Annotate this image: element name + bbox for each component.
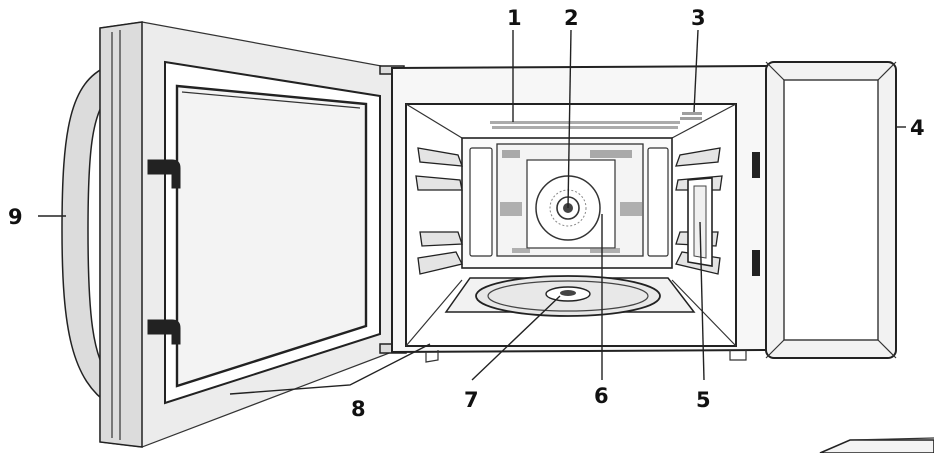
callout-8: 8 — [351, 397, 366, 421]
interlock-slot-lower — [752, 250, 760, 276]
door-latch-upper — [147, 159, 181, 189]
callout-1: 1 — [507, 6, 522, 30]
left-shelf-supports — [415, 147, 463, 275]
foot-left — [425, 350, 439, 363]
callout-7: 7 — [464, 388, 479, 412]
door-window — [175, 84, 368, 388]
callout-6: 6 — [594, 384, 609, 408]
callout-labels: 1 2 3 4 5 6 7 8 9 — [8, 6, 925, 421]
door-latch-lower — [147, 319, 181, 345]
oven-cavity — [405, 103, 760, 347]
callout-4: 4 — [910, 116, 925, 140]
foot-right — [729, 350, 747, 361]
callout-2: 2 — [564, 6, 579, 30]
door — [61, 21, 407, 448]
callout-9: 9 — [8, 205, 23, 229]
top-vent — [490, 121, 680, 129]
waveguide-cover — [680, 112, 702, 120]
callout-5: 5 — [696, 388, 711, 412]
leader-lines — [38, 29, 906, 395]
control-panel — [765, 61, 897, 359]
interlock-slot-upper — [752, 152, 760, 178]
door-edge — [99, 21, 143, 448]
cropped-accessory — [819, 439, 934, 453]
callout-3: 3 — [691, 6, 706, 30]
